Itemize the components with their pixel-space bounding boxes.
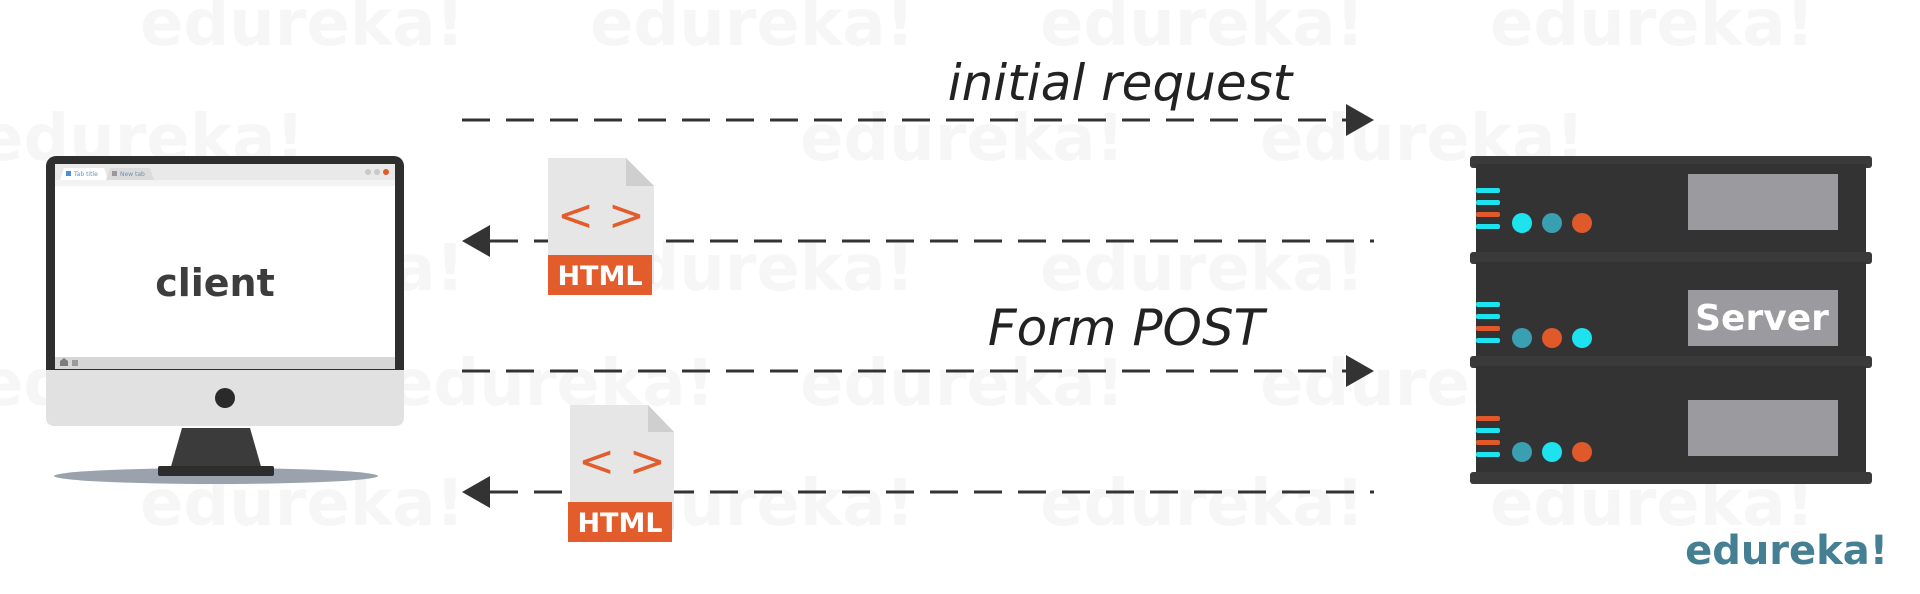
status-led-icon	[1512, 213, 1532, 233]
status-led-icon	[1542, 328, 1562, 348]
browser-address-bar[interactable]	[55, 180, 395, 186]
status-stripe	[1476, 314, 1500, 319]
server-rack: Server	[1470, 156, 1872, 484]
document-fold-icon	[648, 405, 674, 432]
status-stripe	[1476, 302, 1500, 307]
window-minimize-icon[interactable]	[365, 169, 371, 175]
server-panel	[1688, 174, 1838, 230]
code-brackets-icon: < >	[578, 436, 666, 487]
status-stripe	[1476, 428, 1500, 433]
html-document-icon: < > HTML	[568, 405, 674, 542]
watermark-text: edureka!	[140, 0, 465, 61]
server-unit	[1476, 164, 1866, 252]
watermark-text: edureka!	[1040, 0, 1365, 61]
server-panel	[1688, 290, 1838, 346]
document-page-icon	[548, 158, 654, 284]
watermark-text: edureka!	[1040, 232, 1365, 306]
server-label: Server	[1695, 298, 1829, 339]
server-unit: Server	[1476, 262, 1866, 356]
status-stripe	[1476, 452, 1500, 457]
watermark-text: edureka!	[1490, 0, 1815, 61]
brand-logo: edureka!	[1685, 528, 1888, 574]
status-stripe	[1476, 416, 1500, 421]
tab-favicon-icon	[66, 171, 71, 176]
html-badge	[548, 255, 652, 295]
status-led-icon	[1512, 328, 1532, 348]
browser-tab-inactive[interactable]	[106, 168, 154, 180]
status-led-icon	[1572, 213, 1592, 233]
html-document-icon: < > HTML	[548, 158, 654, 295]
flow-form-post: Form POST	[462, 299, 1374, 387]
flow-label-form-post: Form POST	[988, 299, 1268, 357]
document-fold-icon	[626, 158, 654, 186]
tab-title-inactive: New tab	[120, 171, 145, 178]
status-stripe	[1476, 440, 1500, 445]
monitor-logo-dot	[215, 388, 235, 408]
taskbar	[55, 357, 395, 369]
flow-label-initial-request: initial request	[948, 54, 1295, 112]
watermark-text: edureka!	[800, 347, 1125, 421]
window-close-icon[interactable]	[383, 169, 389, 175]
tab-favicon-icon	[112, 171, 117, 176]
status-stripe	[1476, 188, 1500, 193]
watermark-text: edureka!	[390, 347, 715, 421]
watermark-text: edureka!	[1040, 467, 1365, 541]
monitor-stand-neck	[170, 428, 262, 470]
server-panel	[1688, 400, 1838, 456]
rack-rail	[1470, 472, 1872, 484]
status-stripe	[1476, 224, 1500, 229]
html-badge-label: HTML	[577, 508, 662, 539]
rack-rail	[1470, 356, 1872, 368]
browser-tab-active[interactable]	[60, 168, 108, 180]
html-badge-label: HTML	[557, 261, 642, 292]
status-led-icon	[1542, 213, 1562, 233]
server-unit	[1476, 366, 1866, 472]
arrow-head-left-icon	[462, 225, 490, 257]
flow-initial-request: initial request	[462, 54, 1374, 136]
status-stripe	[1476, 212, 1500, 217]
window-maximize-icon[interactable]	[374, 169, 380, 175]
arrow-head-right-icon	[1346, 104, 1374, 136]
status-led-icon	[1572, 442, 1592, 462]
client-computer: Tab title New tab client	[46, 156, 404, 484]
status-stripe	[1476, 200, 1500, 205]
document-page-icon	[570, 405, 674, 530]
status-led-icon	[1542, 442, 1562, 462]
status-led-icon	[1512, 442, 1532, 462]
status-led-icon	[1572, 328, 1592, 348]
browser-viewport	[55, 164, 395, 360]
home-icon[interactable]	[60, 358, 68, 366]
html-badge	[568, 502, 672, 542]
watermark-text: edureka!	[800, 102, 1125, 176]
status-stripe	[1476, 326, 1500, 331]
code-brackets-icon: < >	[557, 190, 645, 241]
tab-title-active: Tab title	[73, 171, 98, 178]
watermark-text: edureka!	[590, 0, 915, 61]
client-label: client	[155, 261, 275, 305]
rack-rail	[1470, 252, 1872, 264]
taskbar-app-icon[interactable]	[72, 360, 78, 366]
browser-window: Tab title New tab client	[55, 164, 395, 369]
arrow-head-right-icon	[1346, 355, 1374, 387]
monitor-stand-base	[158, 466, 274, 476]
arrow-head-left-icon	[462, 476, 490, 508]
status-stripe	[1476, 338, 1500, 343]
